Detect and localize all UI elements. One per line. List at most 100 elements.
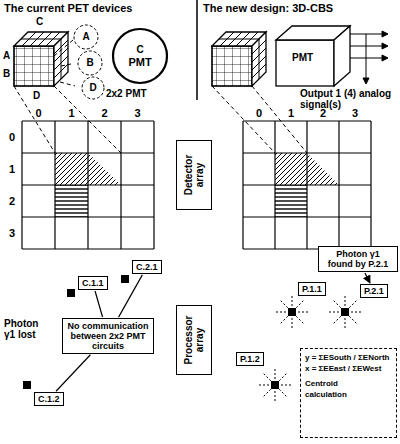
neighbour-link [281, 301, 288, 308]
neighbour-link [298, 312, 308, 313]
connector [95, 291, 103, 317]
node-text: B [86, 57, 93, 69]
circuit-tag: C.1.2 [34, 392, 64, 406]
column-number: 1 [288, 107, 294, 119]
grid-line [22, 248, 154, 249]
processor-square [288, 308, 296, 316]
neighbour-link [275, 369, 276, 379]
neighbour-link [349, 316, 356, 323]
neighbour-link [279, 374, 286, 381]
formula-text: y = ΣESouth / ΣENorth [305, 352, 392, 363]
formula-text: Centroid calculation [305, 378, 357, 400]
grid-line [120, 121, 121, 249]
grid-line [243, 216, 371, 217]
neighbour-link [281, 316, 288, 323]
output-label: Output 1 (4) analog signal(s) [300, 88, 396, 110]
pmt-circle: B [77, 50, 103, 76]
circuit-tag: C.2.1 [132, 260, 162, 274]
face-letter: A [3, 50, 10, 61]
output-wires [350, 31, 388, 84]
neighbour-link [281, 385, 291, 386]
array-box: Detector array [176, 140, 212, 210]
connector [56, 355, 90, 392]
processor-square [271, 381, 279, 389]
grid-line [22, 216, 154, 217]
panel-heading: The new design: 3D-CBS [203, 2, 333, 15]
neighbour-link [349, 301, 356, 308]
detector-grid [22, 121, 371, 249]
neighbour-link [345, 318, 346, 328]
pmt-cube [276, 26, 350, 86]
node-text: Processor array [183, 310, 205, 370]
neighbour-link [264, 374, 271, 381]
neighbour-link [259, 385, 269, 386]
pmt-tube: CPMT [112, 28, 168, 84]
processor-tag: P.1.2 [236, 352, 264, 366]
column-number: 3 [352, 107, 358, 119]
grid-line [370, 121, 371, 249]
face-letter: B [3, 68, 10, 79]
node-text: Photon γ1 found by P.2.1 [323, 249, 393, 269]
neighbour-link [334, 316, 341, 323]
neighbour-link [296, 316, 303, 323]
processor-square [341, 308, 349, 316]
column-number: 2 [320, 107, 326, 119]
photon-lost-note: Photon γ1 lost [4, 318, 50, 340]
pmt-label: PMT [292, 52, 313, 63]
neighbour-link [275, 391, 276, 401]
face-letter: C [36, 16, 43, 27]
formula-box: y = ΣESouth / ΣENorthx = ΣEEast / ΣEWest… [300, 348, 397, 438]
node-text: A [82, 31, 89, 43]
grid-line [243, 184, 371, 185]
node-text: PMT [128, 56, 151, 68]
neighbour-link [276, 312, 286, 313]
node-text: C.2.1 [136, 262, 158, 272]
chip-square [67, 289, 75, 297]
neighbour-link [334, 301, 341, 308]
circuit-tag: C.1.1 [78, 276, 108, 290]
node-text: C.1.1 [82, 278, 104, 288]
callout-box: No communication between 2x2 PMT circuit… [62, 318, 154, 354]
array-box: Processor array [176, 305, 212, 375]
processor-tag: P.2.1 [360, 284, 388, 298]
node-text: P.1.1 [302, 284, 322, 294]
connector [119, 275, 143, 317]
pmt-circle: D [81, 76, 105, 100]
column-number: 2 [101, 107, 107, 119]
pmt-caption: 2x2 PMT [106, 88, 147, 99]
column-number: 0 [35, 107, 41, 119]
processor-tag: P.1.1 [298, 282, 326, 296]
neighbour-link [329, 312, 339, 313]
neighbour-link [279, 389, 286, 396]
pmt-circle: A [73, 24, 99, 50]
neighbour-link [345, 296, 346, 306]
column-number: 0 [256, 107, 262, 119]
processor-chips [23, 275, 361, 401]
column-number: 1 [68, 107, 74, 119]
node-text: Detector array [183, 145, 205, 205]
row-number: 3 [9, 227, 15, 239]
neighbour-link [292, 318, 293, 328]
node-text: C [136, 44, 143, 56]
neighbour-link [292, 296, 293, 306]
grid-line [22, 184, 154, 185]
grid-line [153, 121, 154, 249]
connector [365, 273, 370, 283]
node-text: P.1.2 [240, 354, 260, 364]
callout-box: Photon γ1 found by P.2.1 [318, 246, 398, 272]
row-number: 2 [9, 195, 15, 207]
chip-square [23, 381, 31, 389]
node-text: No communication between 2x2 PMT circuit… [67, 321, 149, 351]
neighbour-link [296, 301, 303, 308]
formula-text: x = ΣEEast / ΣEWest [305, 363, 392, 374]
panel-heading: The current PET devices [4, 2, 132, 15]
chip-square [121, 275, 129, 283]
grid-line [338, 121, 339, 249]
row-number: 1 [9, 163, 15, 175]
divider-line [196, 0, 198, 100]
node-text: D [89, 82, 96, 94]
face-letter: D [33, 90, 40, 101]
crystal-block-3d [212, 32, 266, 86]
node-text: C.1.2 [38, 394, 60, 404]
neighbour-link [264, 389, 271, 396]
